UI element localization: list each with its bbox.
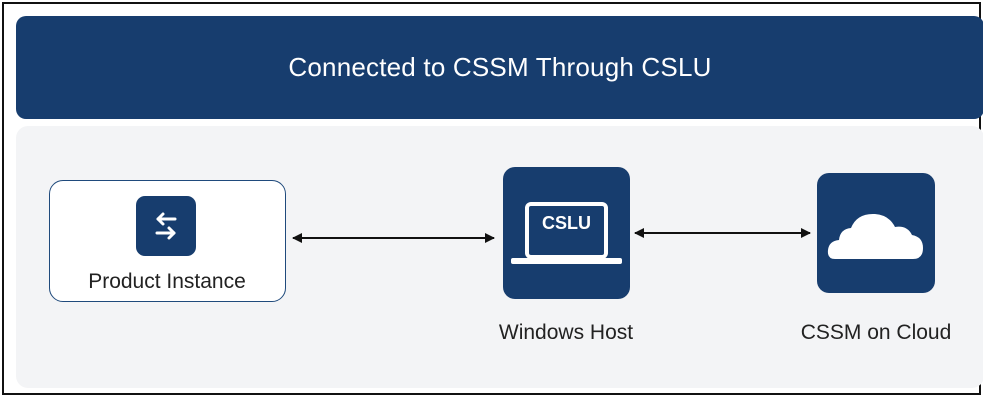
cloud-icon: [827, 213, 923, 259]
cssm-cloud-label: CSSM on Cloud: [800, 321, 952, 344]
windows-host-label: Windows Host: [498, 321, 634, 344]
cslu-screen-text: CSLU: [542, 213, 591, 233]
product-instance-label: Product Instance: [88, 270, 246, 293]
cssm-cloud-node: [817, 173, 935, 293]
laptop-icon: [511, 202, 622, 264]
windows-host-node: [503, 167, 630, 299]
banner-title: Connected to CSSM Through CSLU: [288, 52, 712, 82]
title-banner: Connected to CSSM Through CSLU: [16, 16, 983, 119]
swap-arrows-icon: [136, 196, 196, 256]
